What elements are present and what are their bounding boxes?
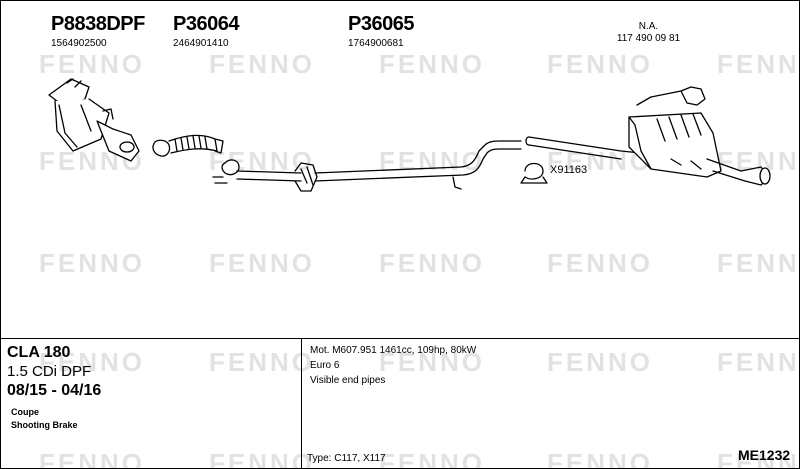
watermark-fenno: FENNO — [379, 347, 485, 377]
watermark-fenno: FENNO — [379, 248, 485, 278]
watermark-fenno: FENNO — [39, 248, 145, 278]
watermark-fenno: FENNO — [39, 49, 145, 79]
watermark-fenno: FENNO — [209, 347, 315, 377]
part-number-front-pipe[interactable]: P36064 — [173, 13, 239, 35]
vehicle-engine: 1.5 CDi DPF — [7, 363, 92, 380]
exhaust-parts-drawing — [48, 78, 771, 192]
middle-pipe[interactable] — [212, 140, 522, 192]
body-type-shooting-brake: Shooting Brake — [11, 420, 78, 430]
divider-horizontal — [1, 338, 799, 339]
watermark-fenno: FENNO — [717, 49, 800, 79]
oe-number-middle-pipe: 1764900681 — [348, 38, 404, 49]
watermark-fenno: FENNO — [39, 448, 145, 469]
body-type-coupe: Coupe — [11, 407, 39, 417]
vehicle-model: CLA 180 — [7, 344, 71, 361]
oe-number-dpf: 1564902500 — [51, 38, 107, 49]
diagram-code: ME1232 — [738, 447, 791, 463]
watermark-fenno: FENNO — [379, 146, 485, 176]
watermark-fenno: FENNO — [39, 347, 145, 377]
watermark-fenno: FENNO — [209, 448, 315, 469]
watermark-fenno: FENNO — [379, 448, 485, 469]
spec-engine: Mot. M607.951 1461cc, 109hp, 80kW — [310, 345, 477, 356]
watermark-fenno: FENNO — [717, 146, 800, 176]
watermark-fenno: FENNO — [547, 248, 653, 278]
watermark-fenno: FENNO — [547, 347, 653, 377]
rear-silencer[interactable] — [525, 86, 771, 186]
spec-emission: Euro 6 — [310, 360, 340, 371]
part-number-clamp[interactable]: X91163 — [550, 164, 588, 176]
watermark-fenno: FENNO — [209, 248, 315, 278]
divider-vertical — [301, 338, 302, 468]
watermark-fenno: FENNO — [547, 448, 653, 469]
part-number-dpf[interactable]: P8838DPF — [51, 13, 145, 35]
watermark-fenno: FENNO — [209, 49, 315, 79]
watermark-fenno: FENNO — [717, 248, 800, 278]
clamp[interactable] — [520, 162, 548, 184]
oe-number-rear-silencer: N.A. 117 490 09 81 — [616, 21, 681, 44]
vehicle-period: 08/15 - 04/16 — [7, 382, 102, 399]
spec-end-pipes: Visible end pipes — [310, 375, 386, 386]
front-pipe[interactable] — [152, 134, 224, 157]
watermark-fenno: FENNO — [717, 448, 800, 469]
vehicle-type: Type: C117, X117 — [307, 453, 386, 464]
watermark-fenno: FENNO — [547, 49, 653, 79]
oe-number-front-pipe: 2464901410 — [173, 38, 229, 49]
part-number-middle-pipe[interactable]: P36065 — [348, 13, 414, 35]
dpf-catalytic-converter[interactable] — [48, 78, 140, 162]
watermark-fenno: FENNO — [379, 49, 485, 79]
watermark-fenno: FENNO — [717, 347, 800, 377]
